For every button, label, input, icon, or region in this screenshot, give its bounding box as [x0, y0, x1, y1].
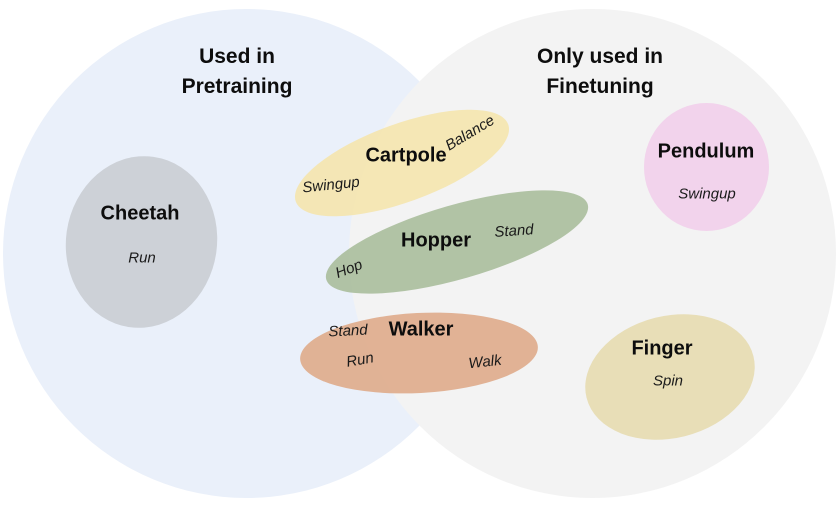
finetuning-title: Only used in Finetuning [490, 42, 710, 102]
walker-task-stand: Stand [327, 321, 369, 341]
finetuning-title-line2: Finetuning [546, 75, 654, 98]
walker-task-walk: Walk [467, 351, 503, 373]
pretraining-title-line2: Pretraining [181, 75, 293, 98]
pretraining-title: Used in Pretraining [127, 42, 347, 102]
pretraining-title-line1: Used in [199, 45, 275, 68]
hopper-task-stand: Stand [493, 221, 535, 241]
cartpole-label: Cartpole [365, 144, 447, 167]
hopper-label: Hopper [401, 229, 471, 252]
cheetah-label: Cheetah [100, 202, 180, 225]
pendulum-ellipse [644, 103, 769, 231]
cheetah-task-run: Run [128, 249, 156, 267]
finger-task-spin: Spin [652, 372, 684, 390]
pendulum-task-swingup: Swingup [678, 185, 736, 203]
walker-label: Walker [388, 318, 454, 341]
finger-label: Finger [631, 337, 693, 360]
pendulum-label: Pendulum [657, 140, 755, 163]
finetuning-title-line1: Only used in [536, 45, 664, 68]
